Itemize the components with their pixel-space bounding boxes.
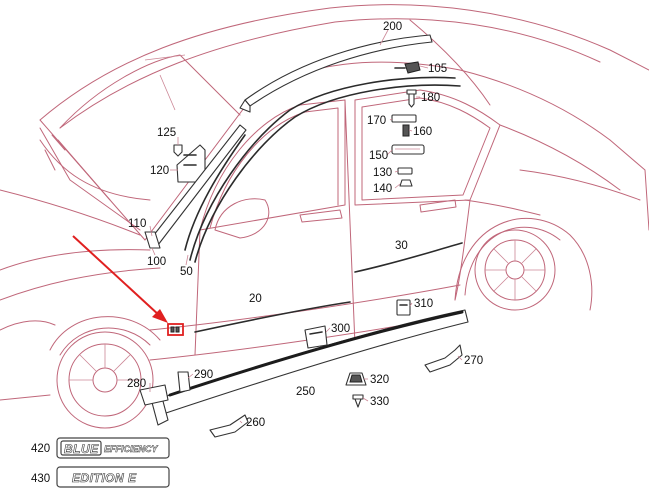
callout-290: 290 <box>194 369 213 381</box>
callout-280: 280 <box>127 378 146 390</box>
car-body-outline <box>0 4 649 429</box>
callout-140: 140 <box>373 183 392 195</box>
callout-430: 430 <box>31 473 50 485</box>
badge-edition-e: EDITION E <box>56 466 170 488</box>
sill-parts <box>139 299 469 438</box>
highlight-arrow <box>72 235 168 323</box>
callout-250: 250 <box>296 386 315 398</box>
callout-20: 20 <box>249 293 262 305</box>
callout-260: 260 <box>246 417 265 429</box>
badge-efficiency-text: EFFICIENCY <box>104 444 159 454</box>
callout-200: 200 <box>383 21 402 33</box>
callout-30: 30 <box>395 240 408 252</box>
callout-180: 180 <box>421 92 440 104</box>
badge-edition-text: EDITION E <box>72 471 137 485</box>
callout-300: 300 <box>331 323 350 335</box>
callout-160: 160 <box>413 126 432 138</box>
side-mouldings <box>167 242 463 336</box>
callout-130: 130 <box>373 167 392 179</box>
callout-270: 270 <box>464 355 483 367</box>
callout-50: 50 <box>180 266 193 278</box>
callout-170: 170 <box>367 115 386 127</box>
callout-125: 125 <box>157 127 176 139</box>
callout-105: 105 <box>428 63 447 75</box>
badge-blue-efficiency: BLUE EFFICIENCY <box>56 437 170 459</box>
callout-150: 150 <box>369 150 388 162</box>
callout-100: 100 <box>147 256 166 268</box>
callout-310: 310 <box>414 298 433 310</box>
callout-labels: 200 105 180 170 160 150 130 140 125 120 … <box>31 21 483 485</box>
leader-lines <box>149 29 463 424</box>
screw-180 <box>406 89 417 108</box>
badge-blue-text: BLUE <box>64 442 99 456</box>
callout-320: 320 <box>370 374 389 386</box>
callout-330: 330 <box>370 396 389 408</box>
callout-110: 110 <box>128 218 146 230</box>
roof-trim-parts <box>144 34 461 263</box>
callout-120: 120 <box>150 165 169 177</box>
callout-420: 420 <box>31 443 50 455</box>
